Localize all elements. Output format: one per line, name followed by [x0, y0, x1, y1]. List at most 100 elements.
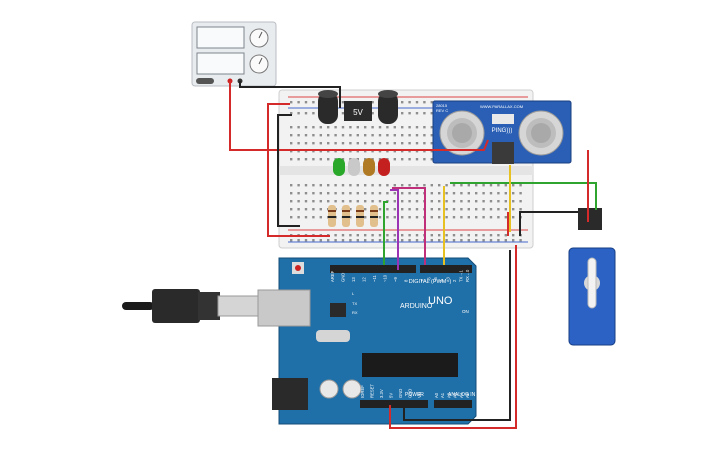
breadboard-hole	[415, 239, 419, 242]
breadboard-hole	[423, 142, 426, 145]
pin-label: A0	[434, 392, 439, 398]
breadboard-hole	[378, 208, 382, 211]
breadboard-hole	[430, 101, 433, 104]
breadboard-hole	[452, 200, 456, 203]
breadboard-hole	[438, 239, 441, 242]
breadboard-hole	[408, 150, 411, 153]
rx-label: RX	[352, 310, 358, 315]
breadboard-hole	[304, 101, 308, 104]
breadboard-hole	[364, 216, 367, 219]
breadboard-hole	[475, 234, 478, 237]
breadboard-hole	[349, 126, 352, 129]
breadboard-hole	[378, 150, 382, 153]
breadboard-hole	[349, 216, 352, 219]
breadboard-hole	[401, 134, 404, 137]
breadboard-hole	[356, 239, 359, 242]
pin-label: A1	[440, 392, 445, 398]
pin-label: AREF	[330, 270, 335, 282]
breadboard-hole	[452, 184, 456, 187]
breadboard-hole	[415, 112, 419, 115]
pin-label: A2	[446, 392, 451, 398]
breadboard-hole	[364, 234, 367, 237]
breadboard-hole	[393, 134, 396, 137]
breadboard-hole	[415, 126, 419, 129]
breadboard-hole	[497, 239, 500, 242]
breadboard-hole	[482, 234, 485, 237]
breadboard-hole	[334, 184, 337, 187]
breadboard-hole	[319, 200, 322, 203]
servo-motor	[568, 208, 616, 346]
power-label: POWER	[405, 392, 424, 398]
pin-label: ~11	[372, 275, 377, 282]
breadboard-hole	[356, 234, 359, 237]
breadboard-hole	[512, 192, 515, 195]
pin-label: GND	[341, 273, 346, 282]
pin-label: 8	[404, 279, 409, 282]
power-supply[interactable]	[191, 21, 277, 87]
breadboard-hole	[423, 158, 426, 161]
breadboard-hole	[386, 192, 389, 195]
breadboard-hole	[356, 134, 359, 137]
breadboard-hole	[467, 184, 470, 187]
breadboard-hole	[393, 150, 396, 153]
breadboard-hole	[497, 234, 500, 237]
pin-label: RX←0	[465, 269, 470, 282]
pin-label: A5	[465, 392, 470, 398]
breadboard-hole	[393, 192, 396, 195]
breadboard-hole	[341, 134, 345, 137]
breadboard-hole	[415, 101, 419, 104]
digital-label: DIGITAL (PWM~)	[409, 279, 452, 285]
breadboard-hole	[408, 134, 411, 137]
breadboard-hole	[415, 192, 419, 195]
breadboard-hole	[430, 112, 433, 115]
breadboard-hole	[297, 112, 300, 115]
breadboard-hole	[401, 126, 404, 129]
breadboard-hole	[312, 112, 315, 115]
breadboard-hole	[475, 184, 478, 187]
breadboard-hole	[408, 234, 411, 237]
breadboard-hole	[393, 126, 396, 129]
breadboard-hole	[341, 101, 345, 104]
breadboard-hole	[401, 142, 404, 145]
breadboard-hole	[438, 200, 441, 203]
breadboard-hole	[467, 216, 470, 219]
breadboard-hole	[393, 142, 396, 145]
breadboard-hole	[401, 239, 404, 242]
breadboard-hole	[401, 101, 404, 104]
breadboard-hole	[378, 192, 382, 195]
breadboard-hole	[304, 112, 308, 115]
breadboard-hole	[319, 126, 322, 129]
breadboard-hole	[489, 216, 493, 219]
breadboard-hole	[312, 150, 315, 153]
breadboard-hole	[430, 208, 433, 211]
led-yellow	[363, 158, 375, 176]
led-green	[333, 158, 345, 176]
wires	[229, 81, 597, 429]
breadboard-hole	[378, 200, 382, 203]
breadboard-hole	[319, 184, 322, 187]
breadboard-hole	[304, 239, 308, 242]
breadboard-hole	[504, 239, 507, 242]
breadboard-hole	[290, 112, 293, 115]
breadboard-hole	[445, 200, 448, 203]
breadboard-hole	[371, 200, 374, 203]
breadboard-hole	[512, 208, 515, 211]
breadboard-hole	[430, 126, 433, 129]
breadboard-hole	[364, 142, 367, 145]
breadboard-hole	[482, 200, 485, 203]
pin-label: ~3	[446, 277, 451, 282]
breadboard-hole	[349, 142, 352, 145]
breadboard-hole	[327, 192, 330, 195]
breadboard-hole	[290, 184, 293, 187]
breadboard-hole	[304, 150, 308, 153]
breadboard-hole	[297, 192, 300, 195]
breadboard-hole	[445, 216, 448, 219]
breadboard-hole	[349, 150, 352, 153]
breadboard-hole	[341, 184, 345, 187]
breadboard-hole	[489, 234, 493, 237]
tx-label: TX	[352, 301, 357, 306]
breadboard-hole	[378, 158, 382, 161]
breadboard-hole	[319, 158, 322, 161]
